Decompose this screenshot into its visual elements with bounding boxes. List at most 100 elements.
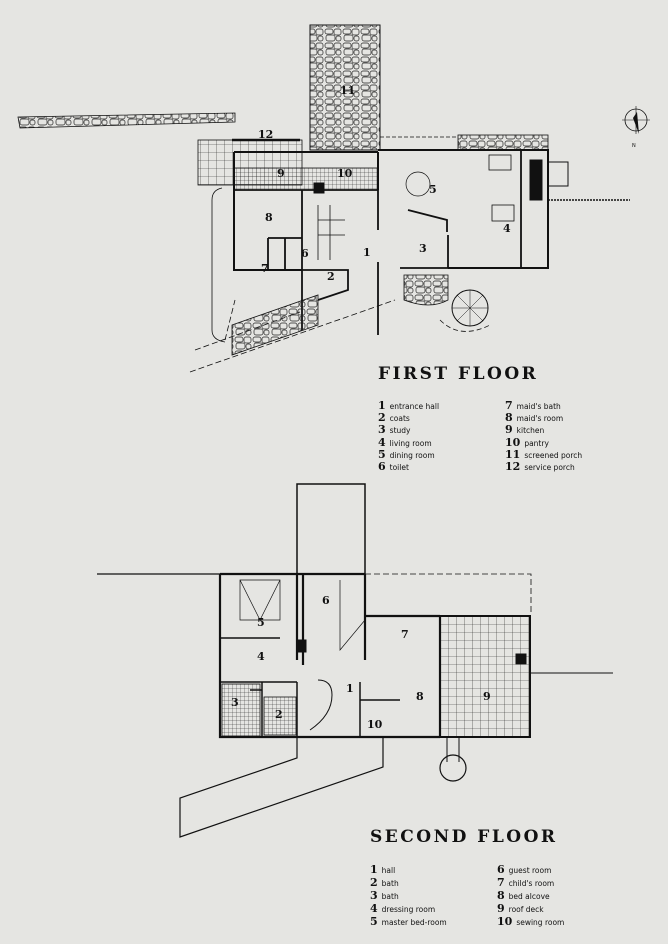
legend-number: 9 xyxy=(505,423,513,437)
legend-number: 12 xyxy=(505,459,521,473)
stone-wall xyxy=(231,294,319,356)
garden-path xyxy=(17,112,236,129)
legend-number: 5 xyxy=(370,915,378,928)
legend-number: 10 xyxy=(497,915,513,928)
first-floor-room-labels: 11 12 9 10 8 5 4 3 1 2 6 7 xyxy=(258,84,511,283)
room-label: 3 xyxy=(231,696,239,709)
legend-label: dressing room xyxy=(381,905,436,914)
spiral-stair xyxy=(439,754,467,782)
legend-label: master bed-room xyxy=(381,918,447,927)
legend-number: 6 xyxy=(497,863,505,876)
room-label: 8 xyxy=(416,690,424,703)
house-outline xyxy=(233,149,549,271)
room-label: 7 xyxy=(261,262,269,275)
room-label: 2 xyxy=(327,270,335,283)
room-label: 9 xyxy=(483,690,491,703)
legend-number: 5 xyxy=(378,447,386,461)
legend-label: living room xyxy=(389,438,432,448)
house-outline xyxy=(218,572,442,739)
room-label: 4 xyxy=(257,650,265,663)
legend-number: 6 xyxy=(378,459,386,473)
room-label: 5 xyxy=(429,183,437,196)
kitchen-pantry xyxy=(233,167,379,191)
screened-porch xyxy=(309,24,381,151)
legend-number: 7 xyxy=(505,399,513,412)
second-floor-room-labels: 5 6 7 4 1 8 9 3 2 10 xyxy=(231,594,491,731)
room-label: 4 xyxy=(503,222,511,235)
compass-icon xyxy=(622,106,650,134)
legend-label: service porch xyxy=(524,462,575,472)
room-label: 12 xyxy=(258,128,273,141)
legend-label: bath xyxy=(381,892,399,901)
room-label: 10 xyxy=(337,167,353,180)
legend-label: dining room xyxy=(389,450,435,460)
legend-label: study xyxy=(389,426,411,436)
first-floor-plan: N xyxy=(17,24,650,373)
legend-label: bath xyxy=(381,879,399,888)
legend-number: 8 xyxy=(497,889,505,902)
legend-label: roof deck xyxy=(508,905,544,914)
legend-label: child's room xyxy=(508,879,555,888)
legend-number: 4 xyxy=(378,435,386,449)
legend-label: hall xyxy=(381,866,396,875)
room-label: 6 xyxy=(301,247,309,260)
legend-number: 4 xyxy=(370,902,378,915)
legend-label: screened porch xyxy=(524,450,583,460)
second-floor-plan xyxy=(97,483,613,838)
legend-number: 3 xyxy=(378,423,386,437)
legend-label: maid's bath xyxy=(516,402,561,411)
first-floor-title: FIRST FLOOR xyxy=(378,364,539,384)
legend-number: 9 xyxy=(497,902,505,915)
legend-number: 2 xyxy=(370,876,378,889)
room-label: 2 xyxy=(275,708,283,721)
roof-deck xyxy=(439,615,531,738)
legend-number: 11 xyxy=(505,447,521,461)
room-label: 5 xyxy=(257,616,265,629)
legend-number: 10 xyxy=(505,435,521,449)
terrace xyxy=(457,134,549,151)
second-floor-title: SECOND FLOOR xyxy=(370,827,558,847)
room-label: 11 xyxy=(340,84,355,97)
chimney xyxy=(296,483,366,575)
legend-number: 2 xyxy=(378,411,386,425)
room-label: 9 xyxy=(277,167,285,180)
legend-label: kitchen xyxy=(516,426,545,436)
legend-number: 1 xyxy=(378,399,386,412)
legend-label: maid's room xyxy=(516,414,564,424)
ramp xyxy=(179,737,384,838)
room-label: 8 xyxy=(265,211,273,224)
room-label: 3 xyxy=(419,242,427,255)
compass-label: N xyxy=(632,143,636,149)
room-label: 7 xyxy=(401,628,409,641)
legend-label: toilet xyxy=(389,462,409,472)
legend-label: sewing room xyxy=(516,918,565,927)
legend-number: 1 xyxy=(370,863,378,876)
legend-label: bed alcove xyxy=(508,892,550,901)
room-label: 1 xyxy=(346,682,354,695)
garden-stones xyxy=(403,274,449,306)
